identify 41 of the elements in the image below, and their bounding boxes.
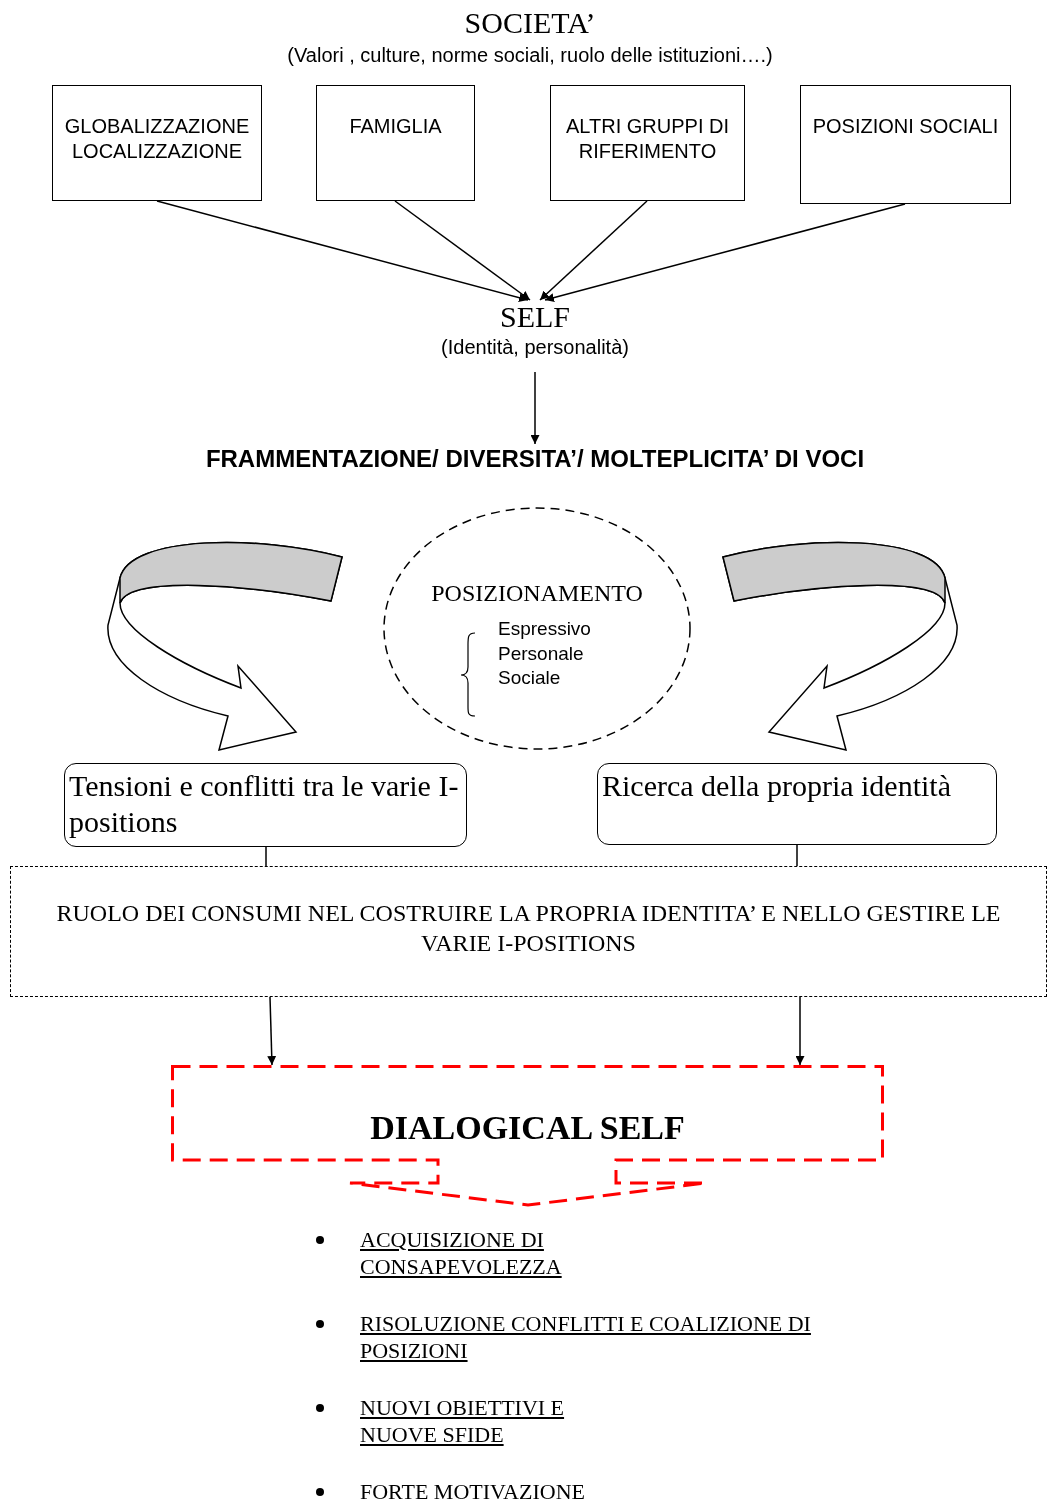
node-text: RUOLO DEI CONSUMI NEL COSTRUIRE LA PROPRIA IDENTITA’ E NELLO GESTIRE LE VARIE I-POSITIONS bbox=[55, 899, 1002, 958]
node-text: Espressivo bbox=[497, 617, 592, 641]
rounded-box bbox=[597, 763, 997, 845]
node-text: ALTRI GRUPPI DI RIFERIMENTO bbox=[565, 114, 730, 164]
bullet-text: ACQUISIZIONE DI CONSAPEVOLEZZA bbox=[360, 1226, 563, 1280]
dashed-ellipse bbox=[383, 507, 691, 750]
rounded-box bbox=[64, 763, 467, 847]
node-text: POSIZIONAMENTO bbox=[430, 579, 644, 607]
process-box bbox=[800, 85, 1011, 204]
process-box bbox=[316, 85, 475, 201]
arrow bbox=[530, 371, 540, 445]
process-box bbox=[52, 85, 262, 201]
arrow bbox=[539, 200, 648, 301]
node-text: POSIZIONI SOCIALI bbox=[811, 114, 1000, 139]
bullet-text: NUOVI OBIETTIVI E NUOVE SFIDE bbox=[360, 1394, 566, 1448]
title: SOCIETA’ bbox=[463, 6, 597, 40]
arrow bbox=[394, 200, 531, 301]
node-text: Tensioni e conflitti tra le varie I-positions bbox=[68, 768, 460, 840]
node-text: FRAMMENTAZIONE/ DIVERSITA’/ MOLTEPLICITA’ DI VOCI bbox=[204, 444, 866, 474]
curved-block-arrow bbox=[722, 541, 958, 751]
node-text: Personale bbox=[497, 641, 585, 666]
connector-line bbox=[265, 846, 267, 867]
node-text: (Identità, personalità) bbox=[440, 335, 630, 360]
arrow bbox=[267, 996, 277, 1066]
node-text: SELF bbox=[499, 300, 571, 334]
curved-block-arrow bbox=[107, 541, 343, 751]
arrow bbox=[156, 200, 529, 303]
arrow bbox=[544, 203, 906, 303]
node-text: GLOBALIZZAZIONE LOCALIZZAZIONE bbox=[63, 114, 251, 164]
connector-line bbox=[796, 844, 798, 867]
node-text: Ricerca della propria identità bbox=[601, 768, 952, 804]
process-box bbox=[550, 85, 745, 201]
node-text: FAMIGLIA bbox=[348, 114, 443, 139]
bullet-text: RISOLUZIONE CONFLITTI E COALIZIONE DI POSIZIONI bbox=[360, 1310, 812, 1364]
dashed-chevron-box bbox=[171, 1065, 884, 1207]
node-text: Sociale bbox=[497, 666, 562, 690]
arrow bbox=[795, 996, 805, 1066]
dashed-box bbox=[10, 866, 1047, 997]
subtitle: (Valori , culture, norme sociali, ruolo delle istituzioni….) bbox=[286, 43, 774, 68]
node-text: DIALOGICAL SELF bbox=[369, 1108, 686, 1148]
bullet-text: FORTE MOTIVAZIONE bbox=[360, 1478, 586, 1503]
